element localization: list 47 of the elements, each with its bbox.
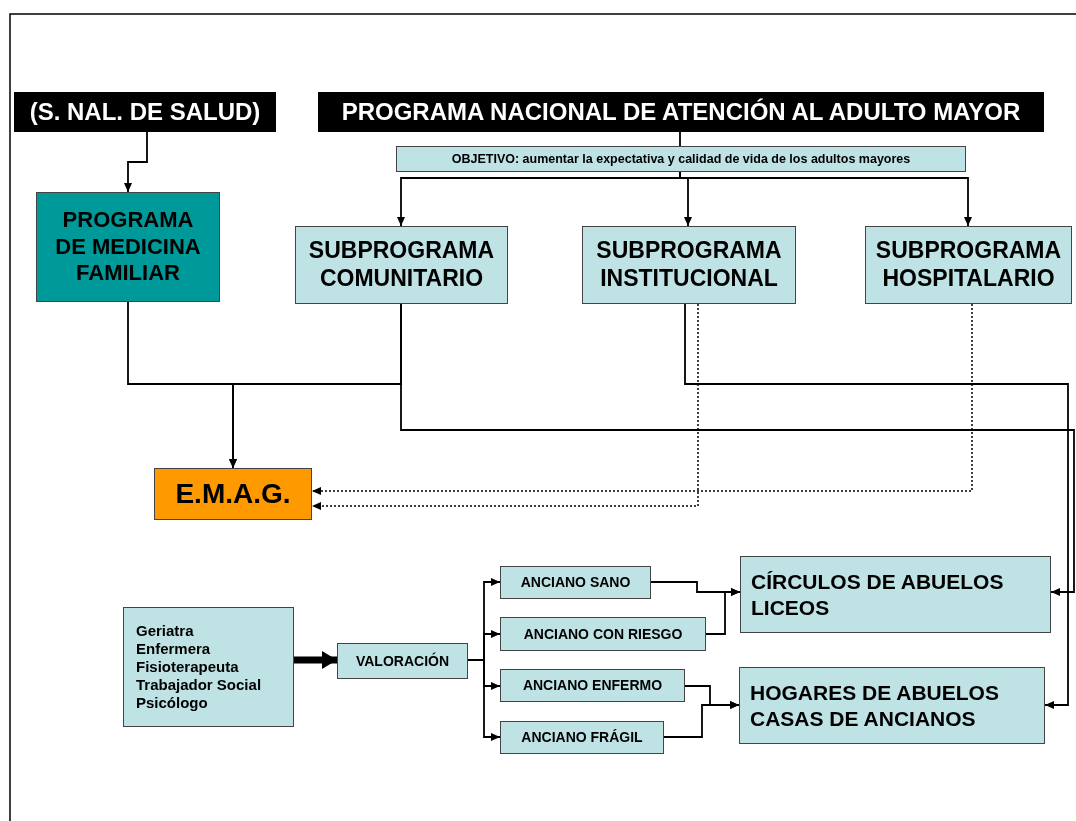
node-text: CASAS DE ANCIANOS: [750, 705, 977, 731]
node-text: Trabajador Social: [136, 676, 263, 694]
node-text: Enfermera: [136, 640, 212, 658]
arrow: [124, 131, 148, 193]
arrow: [400, 303, 1075, 596]
service-box: [740, 556, 1051, 633]
category-box: [337, 643, 468, 679]
node-text: (S. NAL. DE SALUD): [28, 97, 262, 127]
category-box: [500, 721, 664, 754]
arrow: [705, 588, 741, 635]
category-box: [500, 669, 685, 702]
node-text: Geriatra: [136, 622, 195, 640]
subprogram-box: [582, 226, 796, 304]
node-text: ANCIANO FRÁGIL: [520, 729, 644, 746]
title-banner: [14, 92, 276, 132]
node-text: VALORACIÓN: [354, 652, 451, 670]
service-box: [739, 667, 1045, 744]
subprogram-box: [295, 226, 508, 304]
node-text: HOGARES DE ABUELOS: [750, 680, 1000, 706]
node-text: SUBPROGRAMA COMUNITARIO: [307, 237, 496, 293]
node-text: CÍRCULOS DE ABUELOS: [751, 569, 1005, 595]
node-text: LICEOS: [751, 594, 831, 620]
node-text: E.M.A.G.: [174, 477, 292, 511]
dotted-arrow: [311, 303, 699, 510]
objective-box: [396, 146, 966, 172]
category-box: [500, 566, 651, 599]
program-box: [36, 192, 220, 302]
node-text: ANCIANO ENFERMO: [521, 677, 664, 694]
arrow: [467, 659, 501, 741]
node-text: SUBPROGRAMA HOSPITALARIO: [874, 237, 1063, 293]
node-text: ANCIANO CON RIESGO: [522, 625, 684, 643]
arrow: [684, 303, 1069, 709]
dotted-arrow: [311, 303, 973, 495]
node-text: SUBPROGRAMA INSTITUCIONAL: [595, 237, 783, 293]
team-box: [154, 468, 312, 520]
node-text: PROGRAMA DE MEDICINA FAMILIAR: [54, 207, 202, 287]
node-text: Psicólogo: [136, 694, 209, 712]
node-text: ANCIANO SANO: [519, 574, 632, 591]
node-text: PROGRAMA NACIONAL DE ATENCIÓN AL ADULTO MAYOR: [340, 97, 1022, 127]
node-text: Fisioterapeuta: [136, 658, 240, 676]
node-text: OBJETIVO: aumentar la expectativa y calidad de vida de los adultos mayores: [450, 151, 912, 167]
subprogram-box: [865, 226, 1072, 304]
arrow: [294, 651, 337, 669]
title-banner: [318, 92, 1044, 132]
arrow: [663, 701, 740, 738]
category-box: [500, 617, 706, 651]
staff-box: [123, 607, 294, 727]
